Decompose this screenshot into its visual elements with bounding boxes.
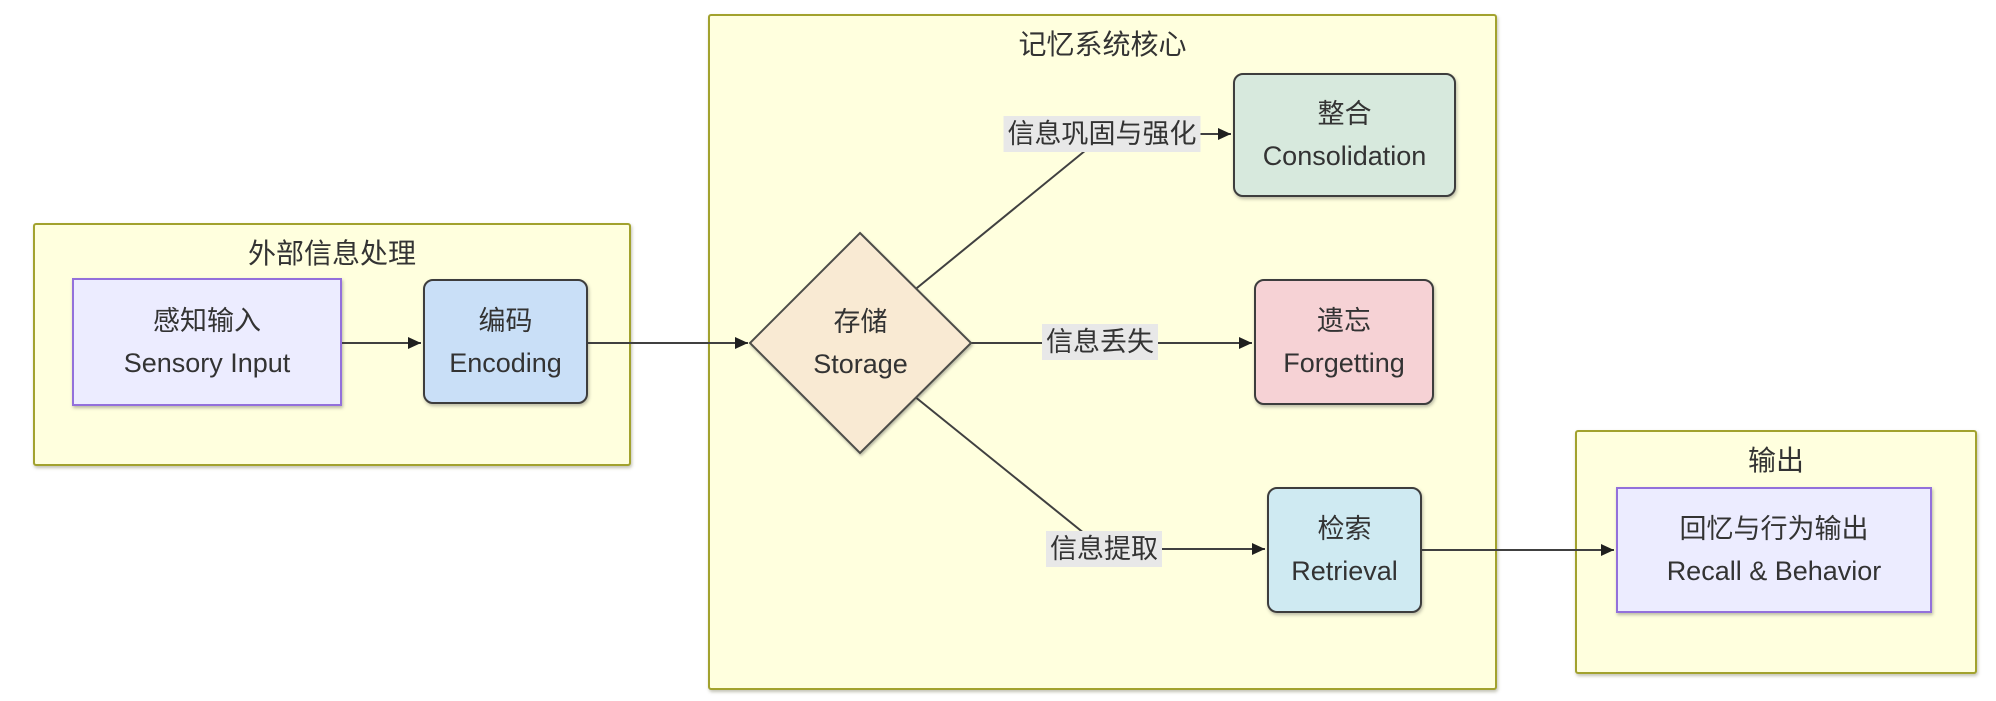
node-forgetting-label-zh: 遗忘 — [1317, 306, 1371, 336]
node-recall-label-zh: 回忆与行为输出 — [1679, 514, 1869, 544]
edge-label-retrieval: 信息提取 — [1046, 531, 1162, 567]
node-forgetting: 遗忘 Forgetting — [1254, 279, 1434, 405]
node-recall-label-en: Recall & Behavior — [1666, 556, 1882, 586]
node-consolidation-label-en: Consolidation — [1262, 141, 1427, 171]
node-encoding-label-zh: 编码 — [478, 305, 533, 336]
node-storage-label: 存储 Storage — [755, 293, 966, 393]
node-sensory-label-zh: 感知输入 — [153, 306, 261, 336]
node-recall-behavior: 回忆与行为输出 Recall & Behavior — [1616, 487, 1932, 613]
edge-label-forgetting: 信息丢失 — [1042, 324, 1158, 360]
node-sensory-label-en: Sensory Input — [123, 348, 291, 378]
node-retrieval-label-zh: 检索 — [1317, 514, 1372, 544]
node-sensory-input: 感知输入 Sensory Input — [72, 278, 342, 406]
node-storage-label-zh: 存储 — [833, 307, 888, 337]
node-retrieval-label-en: Retrieval — [1291, 556, 1398, 586]
subgraph-title-core: 记忆系统核心 — [1018, 29, 1187, 60]
subgraph-title-external: 外部信息处理 — [247, 238, 416, 269]
subgraph-title-output: 输出 — [1747, 445, 1804, 476]
node-forgetting-label-en: Forgetting — [1283, 348, 1405, 378]
node-consolidation: 整合 Consolidation — [1233, 73, 1456, 197]
node-encoding-label-en: Encoding — [449, 347, 562, 378]
node-encoding: 编码 Encoding — [423, 279, 588, 404]
node-retrieval: 检索 Retrieval — [1267, 487, 1422, 613]
node-storage-label-en: Storage — [813, 349, 908, 379]
edge-label-consolidation: 信息巩固与强化 — [1003, 116, 1201, 152]
node-consolidation-label-zh: 整合 — [1317, 99, 1372, 129]
